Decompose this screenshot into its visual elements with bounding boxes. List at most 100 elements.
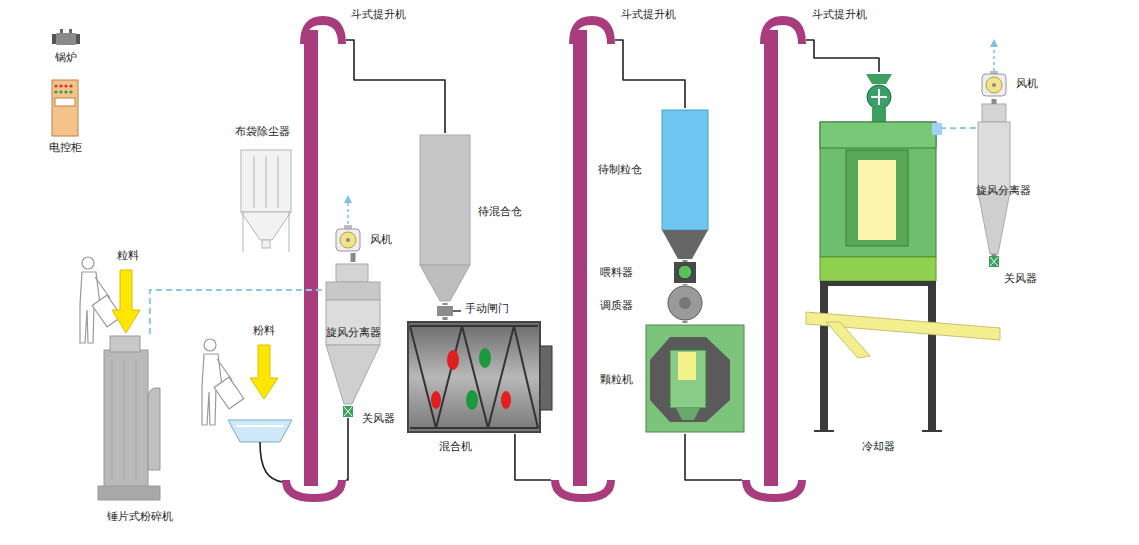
equipment-label: 调质器 [600, 299, 633, 312]
bucket-elevator [742, 16, 806, 502]
chute [346, 403, 351, 408]
hammer-mill [104, 350, 148, 488]
control-cabinet [54, 90, 57, 93]
bucket-elevator [282, 16, 806, 502]
mixer [501, 391, 511, 409]
cyclone-separator [978, 122, 1010, 192]
control-cabinet [64, 90, 67, 93]
material-label: 粒料 [117, 249, 139, 262]
mixer [410, 326, 538, 428]
cyclone-separator [336, 264, 368, 282]
rotary-valve [343, 406, 353, 417]
fan-unit [982, 74, 1006, 96]
equipment-node: 手动闸门 [436, 305, 454, 317]
equipment-label: 斗式提升机 [812, 8, 867, 21]
boiler-icon [52, 34, 56, 44]
powder-hopper [236, 425, 284, 427]
worker-figure [80, 257, 122, 343]
bag-filter [262, 240, 270, 248]
cooler [866, 74, 892, 84]
cooler [828, 281, 928, 286]
pellet-mill [670, 350, 706, 408]
hammer-mill [98, 336, 160, 500]
conveying-pipe [806, 40, 879, 72]
pellet-bin [662, 110, 708, 230]
bag-filter [254, 156, 278, 208]
cyclone-separator [326, 345, 380, 404]
exhaust-arrow [990, 39, 998, 47]
equipment-node: 风机 [980, 71, 1008, 99]
equipment-node: 电控柜 [51, 79, 79, 137]
powder-hopper [260, 442, 283, 482]
mixer [410, 325, 538, 327]
air-duct [150, 290, 324, 334]
feeder [674, 262, 696, 283]
equipment-label: 冷却器 [862, 440, 895, 453]
boiler-icon [52, 29, 80, 45]
fan-unit [992, 83, 996, 87]
equipment-node: 待混合仓 [418, 133, 472, 303]
manual-gate [453, 310, 461, 312]
control-cabinet [52, 80, 78, 136]
air-duct [940, 127, 976, 129]
cooler [814, 430, 942, 432]
chute [683, 260, 688, 262]
boiler-icon [69, 29, 72, 33]
chute [443, 317, 448, 320]
control-cabinet [52, 80, 78, 136]
equipment-node: 锤片式粉碎机 [98, 334, 162, 502]
control-cabinet [55, 98, 75, 106]
equipment-node: 关风器 [988, 256, 1000, 268]
cooler [806, 74, 1000, 431]
cooler [846, 150, 908, 246]
exhaust-arrow [344, 195, 352, 203]
cyclone-separator [978, 192, 1010, 254]
pellet-mill [678, 352, 696, 380]
hammer-mill [110, 336, 140, 352]
cyclone-separator [982, 104, 1006, 122]
cooler [871, 89, 887, 105]
conveying-pipe [346, 40, 445, 133]
bucket-elevator [551, 16, 615, 502]
cooler [928, 281, 936, 431]
equipment-label: 锤片式粉碎机 [107, 510, 173, 523]
cooler [826, 322, 870, 358]
equipment-node: 斗式提升机 [551, 12, 615, 502]
conveying-pipe [346, 418, 348, 480]
conditioner [668, 286, 702, 320]
pellet-mill [646, 325, 744, 432]
mixing-bin [420, 135, 470, 301]
equipment-node: 斗式提升机 [742, 12, 806, 502]
control-cabinet [59, 90, 62, 93]
equipment-label: 旋风分离器 [326, 326, 381, 339]
chute [351, 253, 356, 262]
equipment-label: 混合机 [439, 440, 472, 453]
equipment-label: 颗粒机 [600, 373, 633, 386]
mixer [410, 427, 538, 429]
conveying-pipe [515, 434, 551, 480]
equipment-label: 待制粒仓 [598, 163, 642, 176]
mixer [447, 350, 459, 370]
manual-gate [437, 306, 453, 316]
chute [992, 99, 997, 104]
equipment-node: 旋风分离器 [324, 262, 382, 405]
cooler [872, 108, 886, 122]
mixer [408, 322, 552, 432]
hammer-mill [148, 388, 160, 470]
equipment-label: 手动闸门 [465, 302, 509, 315]
conveying-pipe [615, 40, 685, 108]
equipment-label: 锅炉 [55, 51, 77, 64]
equipment-node: 锅炉 [52, 30, 80, 48]
cooler [867, 85, 891, 109]
fan-unit [340, 232, 356, 248]
equipment-node: 斗式提升机 [282, 12, 346, 502]
cooler [820, 122, 936, 148]
equipment-node: 颗粒机 [644, 323, 746, 434]
equipment-node: 调质器 [666, 285, 704, 321]
pellet-bin [662, 110, 708, 259]
pellet-mill [650, 337, 730, 422]
equipment-node: 喂料器 [673, 262, 697, 284]
cyclone-separator [326, 282, 380, 300]
powder-hopper [228, 420, 292, 482]
